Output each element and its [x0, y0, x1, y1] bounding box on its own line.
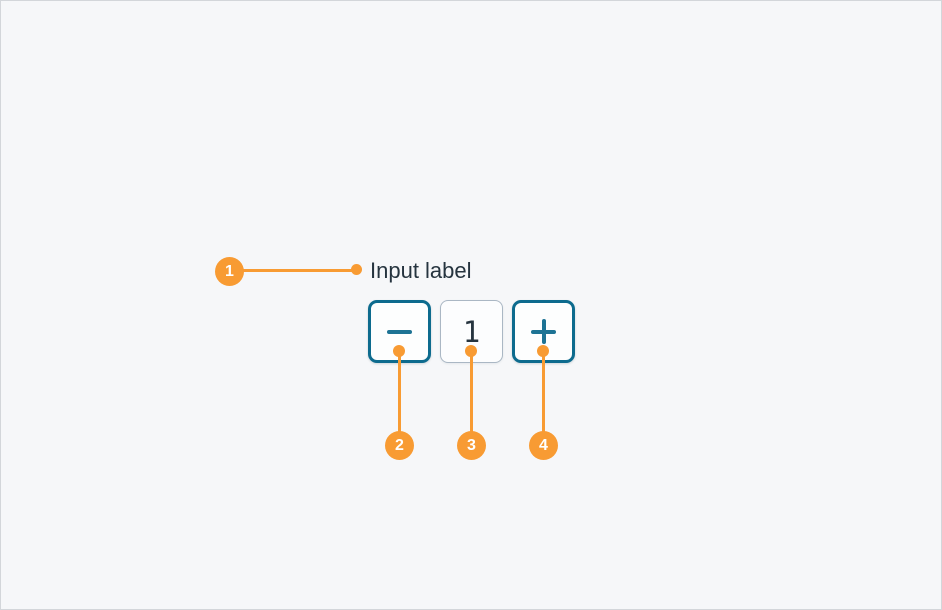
callout-1-badge: 1 — [215, 257, 244, 286]
plus-icon — [531, 319, 556, 344]
input-label: Input label — [370, 258, 472, 283]
callout-1-leader-line — [241, 269, 355, 272]
callout-3-leader-line — [470, 351, 473, 437]
callout-3-anchor-dot — [465, 345, 477, 357]
callout-2-anchor-dot — [393, 345, 405, 357]
callout-2-badge: 2 — [385, 431, 414, 460]
callout-4-badge: 4 — [529, 431, 558, 460]
callout-4-anchor-dot — [537, 345, 549, 357]
callout-3-badge: 3 — [457, 431, 486, 460]
callout-4-leader-line — [542, 351, 545, 437]
minus-icon — [387, 329, 412, 334]
callout-1-anchor-dot — [351, 264, 362, 275]
callout-2-leader-line — [398, 351, 401, 437]
